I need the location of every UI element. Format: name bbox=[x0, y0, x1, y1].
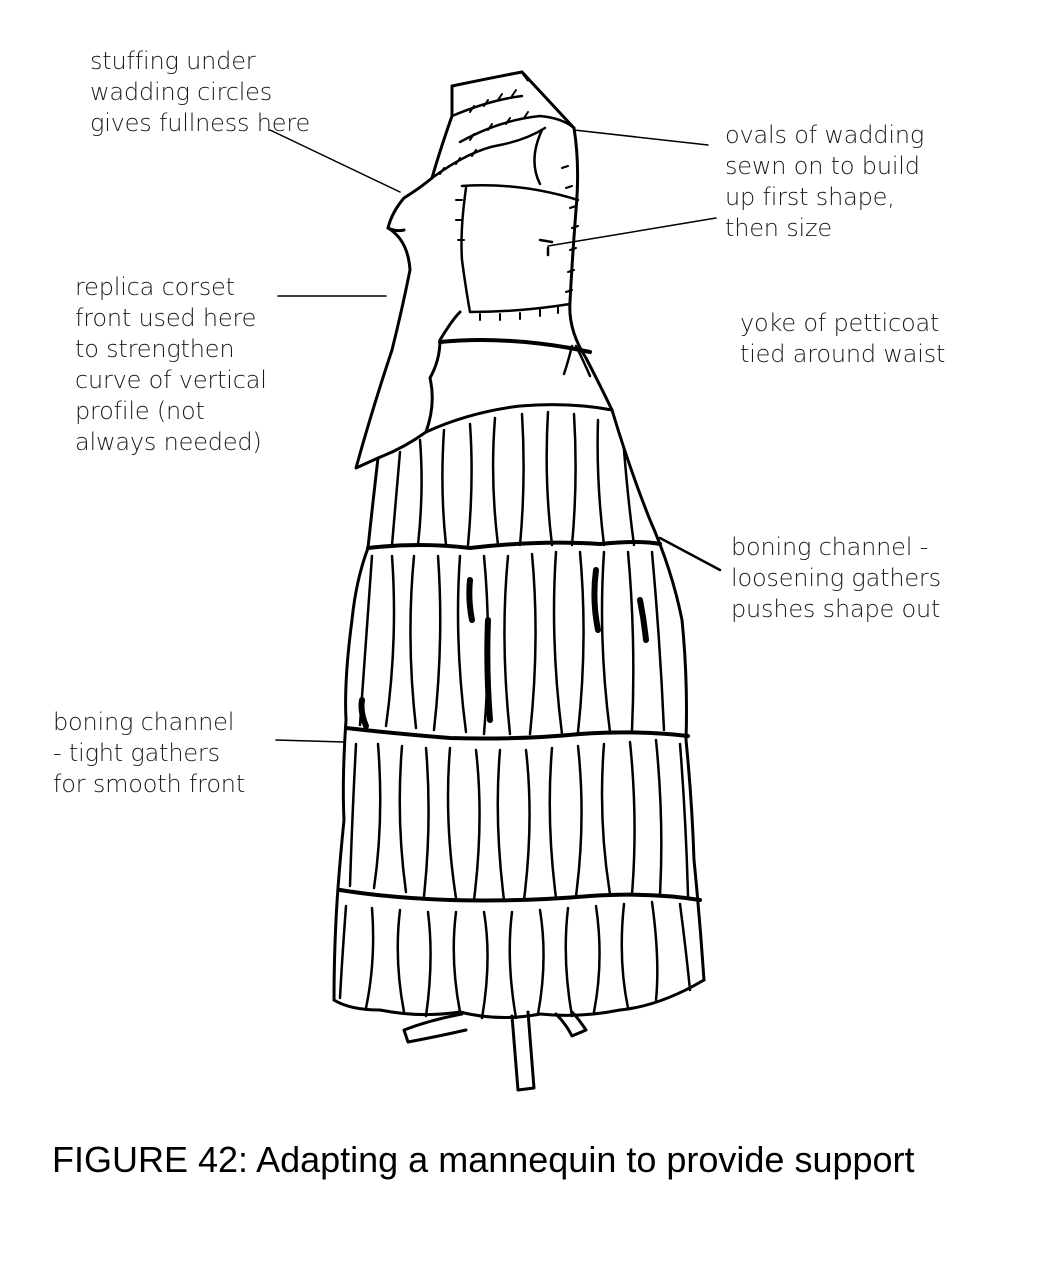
gather-shading bbox=[358, 567, 649, 729]
leader-line-ovals-inner bbox=[547, 217, 717, 247]
label-petticoat-yoke: yoke of petticoat tied around waist bbox=[740, 309, 946, 368]
leader-line-ovals bbox=[573, 129, 709, 146]
boning-channel-lower bbox=[338, 888, 702, 903]
skirt-hem bbox=[332, 978, 706, 1020]
boning-channel-middle bbox=[344, 726, 690, 741]
mannequin-torso bbox=[386, 114, 614, 412]
label-stuffing: stuffing under wadding circles gives ful… bbox=[90, 47, 311, 137]
label-boning-channel-tight: boning channel - tight gathers for smoot… bbox=[53, 708, 246, 798]
label-replica-corset: replica corset front used here to streng… bbox=[75, 273, 267, 456]
leader-line-boning-right bbox=[658, 536, 722, 572]
petticoat-yoke-panel bbox=[424, 403, 614, 434]
replica-corset-front bbox=[354, 226, 462, 470]
boning-channel-upper bbox=[366, 540, 662, 550]
leader-line-boning-left bbox=[275, 739, 345, 743]
wadding-ovals bbox=[430, 94, 580, 314]
mannequin-stand bbox=[402, 1010, 588, 1092]
leader-line-stuffing bbox=[269, 129, 401, 193]
figure-caption: FIGURE 42: Adapting a mannequin to provi… bbox=[52, 1139, 915, 1180]
skirt-gathers bbox=[338, 410, 692, 1020]
mannequin-neck bbox=[450, 70, 576, 130]
wadding-stitches bbox=[439, 89, 579, 321]
yoke-bow bbox=[562, 344, 592, 378]
petticoat-yoke bbox=[438, 338, 592, 354]
label-wadding-ovals: ovals of wadding sewn on to build up fir… bbox=[725, 121, 925, 242]
label-boning-channel-loosening: boning channel - loosening gathers pushe… bbox=[731, 533, 941, 623]
